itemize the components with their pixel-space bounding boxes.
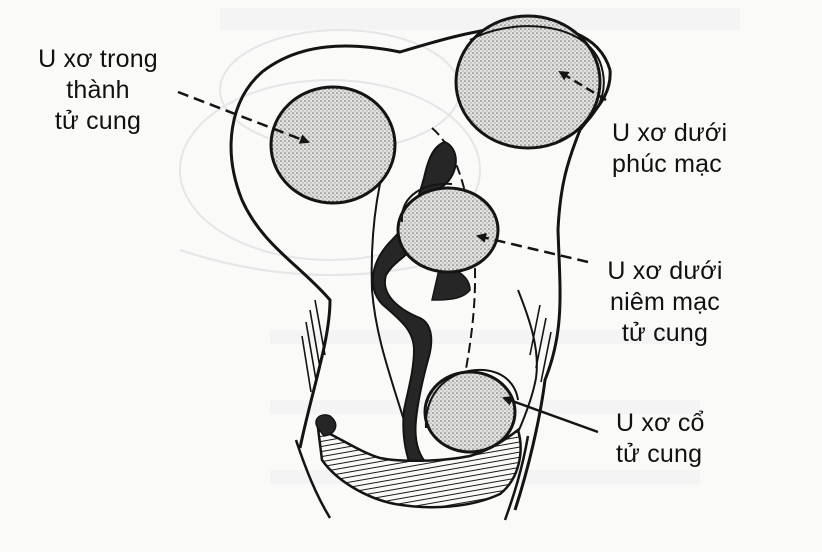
label-cervical-fibroid: U xơ cổ tử cung	[616, 408, 796, 470]
label-subserosal-fibroid: U xơ dưới phúc mạc	[612, 118, 812, 180]
wall-shading-left	[302, 300, 325, 392]
intramural-fibroid	[271, 87, 395, 203]
label-submucosal-fibroid: U xơ dưới niêm mạc tử cung	[580, 256, 750, 349]
label-intramural-fibroid: U xơ trong thành tử cung	[18, 44, 178, 137]
submucosal-fibroid	[398, 188, 498, 272]
cervical-fibroid	[425, 372, 515, 452]
